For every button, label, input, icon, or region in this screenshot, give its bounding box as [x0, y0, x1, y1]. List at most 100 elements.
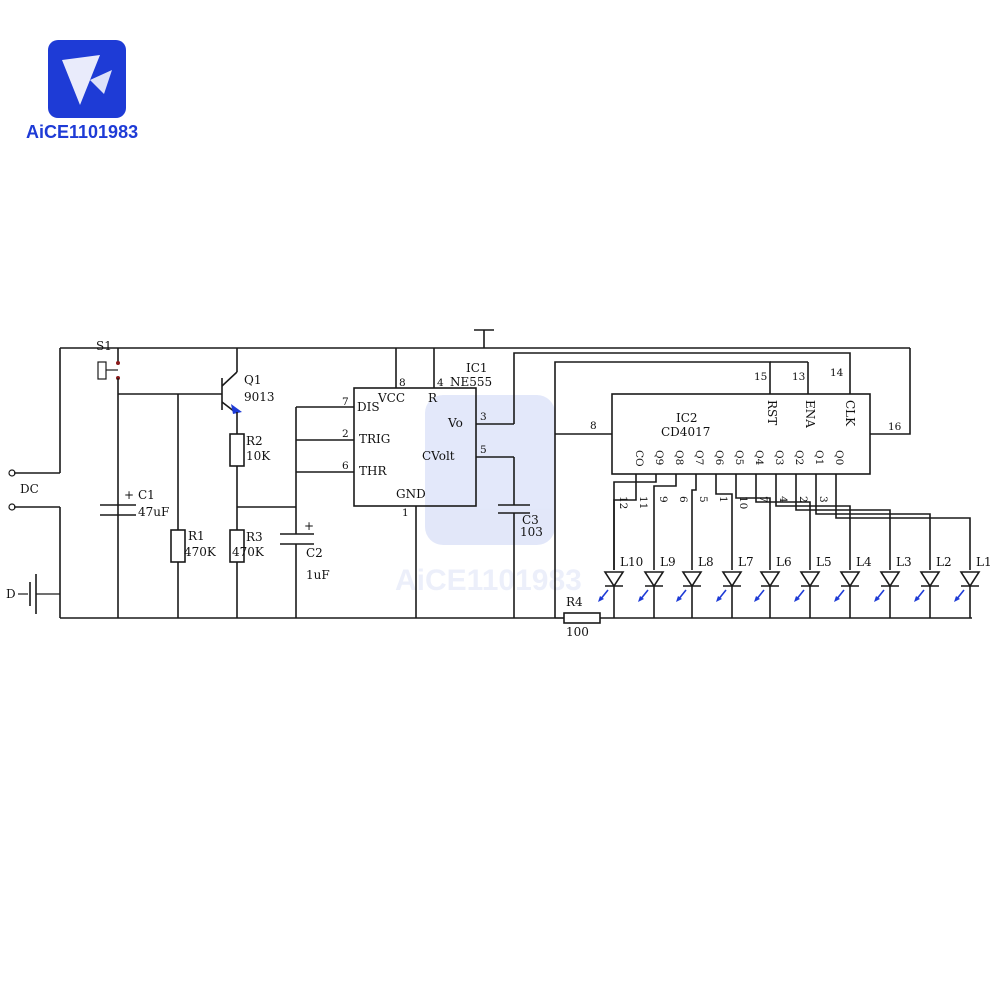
ic2-wire-q1 [815, 474, 931, 570]
ic2-wire-q7 [691, 474, 697, 570]
svg-text:R4: R4 [566, 595, 583, 609]
test-point [474, 329, 494, 348]
ic2-wire-q5 [735, 474, 771, 570]
svg-text:CVolt: CVolt [422, 449, 455, 463]
ic2-wire-q9 [613, 474, 657, 570]
svg-text:3: 3 [480, 411, 487, 423]
capacitor-c2: + C2 1uF [280, 407, 330, 618]
watermark-text: AiCE1101983 [395, 564, 582, 597]
svg-text:10K: 10K [246, 449, 271, 463]
led-l6: L6 [754, 555, 792, 618]
brand-logo: AiCE1101983 [26, 40, 138, 142]
ic2-output-pin-1: 1 [717, 496, 729, 503]
svg-text:IC1: IC1 [466, 361, 488, 375]
svg-text:15: 15 [754, 371, 767, 383]
ic1-ne555: IC1 NE555 7 2 6 8 4 3 5 1 DIS TRIG THR V… [296, 348, 514, 618]
ic2-output-name-q2: Q2 [793, 450, 805, 465]
ic2-output-pin-11: 11 [637, 496, 649, 509]
ic2-wire-q2 [795, 474, 891, 570]
svg-text:C3: C3 [522, 513, 539, 527]
ic2-wire-q8 [653, 474, 677, 570]
svg-text:+: + [124, 488, 134, 502]
svg-text:1: 1 [402, 507, 409, 519]
svg-text:14: 14 [830, 367, 844, 379]
ic2-output-name-q5: Q5 [733, 450, 745, 465]
led-label-l5: L5 [816, 555, 832, 569]
svg-text:4: 4 [437, 377, 444, 389]
led-l9: L9 [638, 555, 676, 618]
led-l1: L1 [954, 555, 992, 618]
ic2-output-pin-3: 3 [817, 496, 829, 503]
resistor-r1: R1 470K [170, 394, 217, 618]
ic2-output-name-q0: Q0 [833, 450, 845, 465]
switch-s1: S1 [96, 339, 222, 618]
svg-text:13: 13 [792, 371, 805, 383]
brand-name: AiCE1101983 [26, 122, 138, 142]
ic2-output-pin-4: 4 [777, 496, 789, 503]
svg-text:DIS: DIS [357, 400, 380, 414]
svg-text:ENA: ENA [803, 400, 817, 428]
ic2-output-name-q7: Q7 [693, 450, 705, 465]
led-l2: L2 [914, 555, 952, 618]
led-l10: L10 [598, 555, 643, 618]
ic2-output-pin-6: 6 [677, 496, 689, 503]
ic2-output-pin-12: 12 [617, 496, 629, 509]
svg-text:8: 8 [399, 377, 406, 389]
svg-text:7: 7 [342, 396, 349, 408]
led-label-l7: L7 [738, 555, 754, 569]
led-l3: L3 [874, 555, 912, 618]
svg-text:Q1: Q1 [244, 373, 261, 387]
resistor-r3: R3 470K [229, 506, 296, 618]
ic2-output-name-q6: Q6 [713, 450, 725, 466]
power-rails [59, 347, 910, 619]
logo-triangle-icon [62, 55, 100, 105]
svg-text:6: 6 [342, 460, 349, 472]
q1-emitter-arrow [231, 404, 242, 414]
svg-text:8: 8 [590, 420, 597, 432]
capacitor-c3: C3 103 [498, 457, 543, 618]
led-label-l2: L2 [936, 555, 952, 569]
ic2-output-name-q8: Q8 [673, 450, 685, 465]
ic2-output-name-co: CO [633, 450, 645, 467]
logo-arrow-icon [90, 70, 112, 94]
svg-text:TRIG: TRIG [359, 432, 390, 446]
ic2-wire-q0 [835, 474, 971, 570]
svg-text:R1: R1 [188, 529, 205, 543]
svg-text:+: + [304, 519, 314, 533]
resistor-r4: R4 100 [555, 595, 972, 639]
dc-input: DC [8, 469, 60, 511]
svg-text:NE555: NE555 [450, 375, 492, 389]
svg-text:VCC: VCC [377, 391, 405, 405]
ic2-output-pin-7: 7 [757, 496, 769, 503]
led-label-l6: L6 [776, 555, 792, 569]
svg-text:GND: GND [396, 487, 426, 501]
watermark: AiCE1101983 [395, 395, 582, 597]
watermark-badge [425, 395, 555, 545]
led-label-l10: L10 [620, 555, 643, 569]
svg-text:RST: RST [765, 400, 779, 425]
battery-label: D [6, 587, 16, 601]
led-l4: L4 [834, 555, 872, 618]
svg-text:47uF: 47uF [138, 505, 169, 519]
ic2-output-name-q4: Q4 [753, 450, 765, 466]
svg-text:2: 2 [342, 428, 349, 440]
svg-text:1uF: 1uF [306, 568, 330, 582]
ic2-output-pin-5: 5 [697, 496, 709, 503]
battery-symbol: D [6, 574, 60, 614]
svg-text:R2: R2 [246, 434, 263, 448]
led-l7: L7 [716, 555, 754, 618]
svg-text:CLK: CLK [843, 400, 857, 427]
ic2-output-name-q3: Q3 [773, 450, 785, 465]
svg-text:103: 103 [520, 525, 543, 539]
led-l5: L5 [794, 555, 832, 618]
dc-label: DC [20, 482, 39, 496]
svg-text:Vo: Vo [447, 416, 463, 430]
transistor-q1: Q1 9013 [221, 348, 275, 434]
led-label-l4: L4 [856, 555, 872, 569]
ic2-output-name-q1: Q1 [813, 450, 825, 465]
svg-text:C1: C1 [138, 488, 155, 502]
svg-text:C2: C2 [306, 546, 323, 560]
ic2-wire-q3 [775, 474, 851, 570]
